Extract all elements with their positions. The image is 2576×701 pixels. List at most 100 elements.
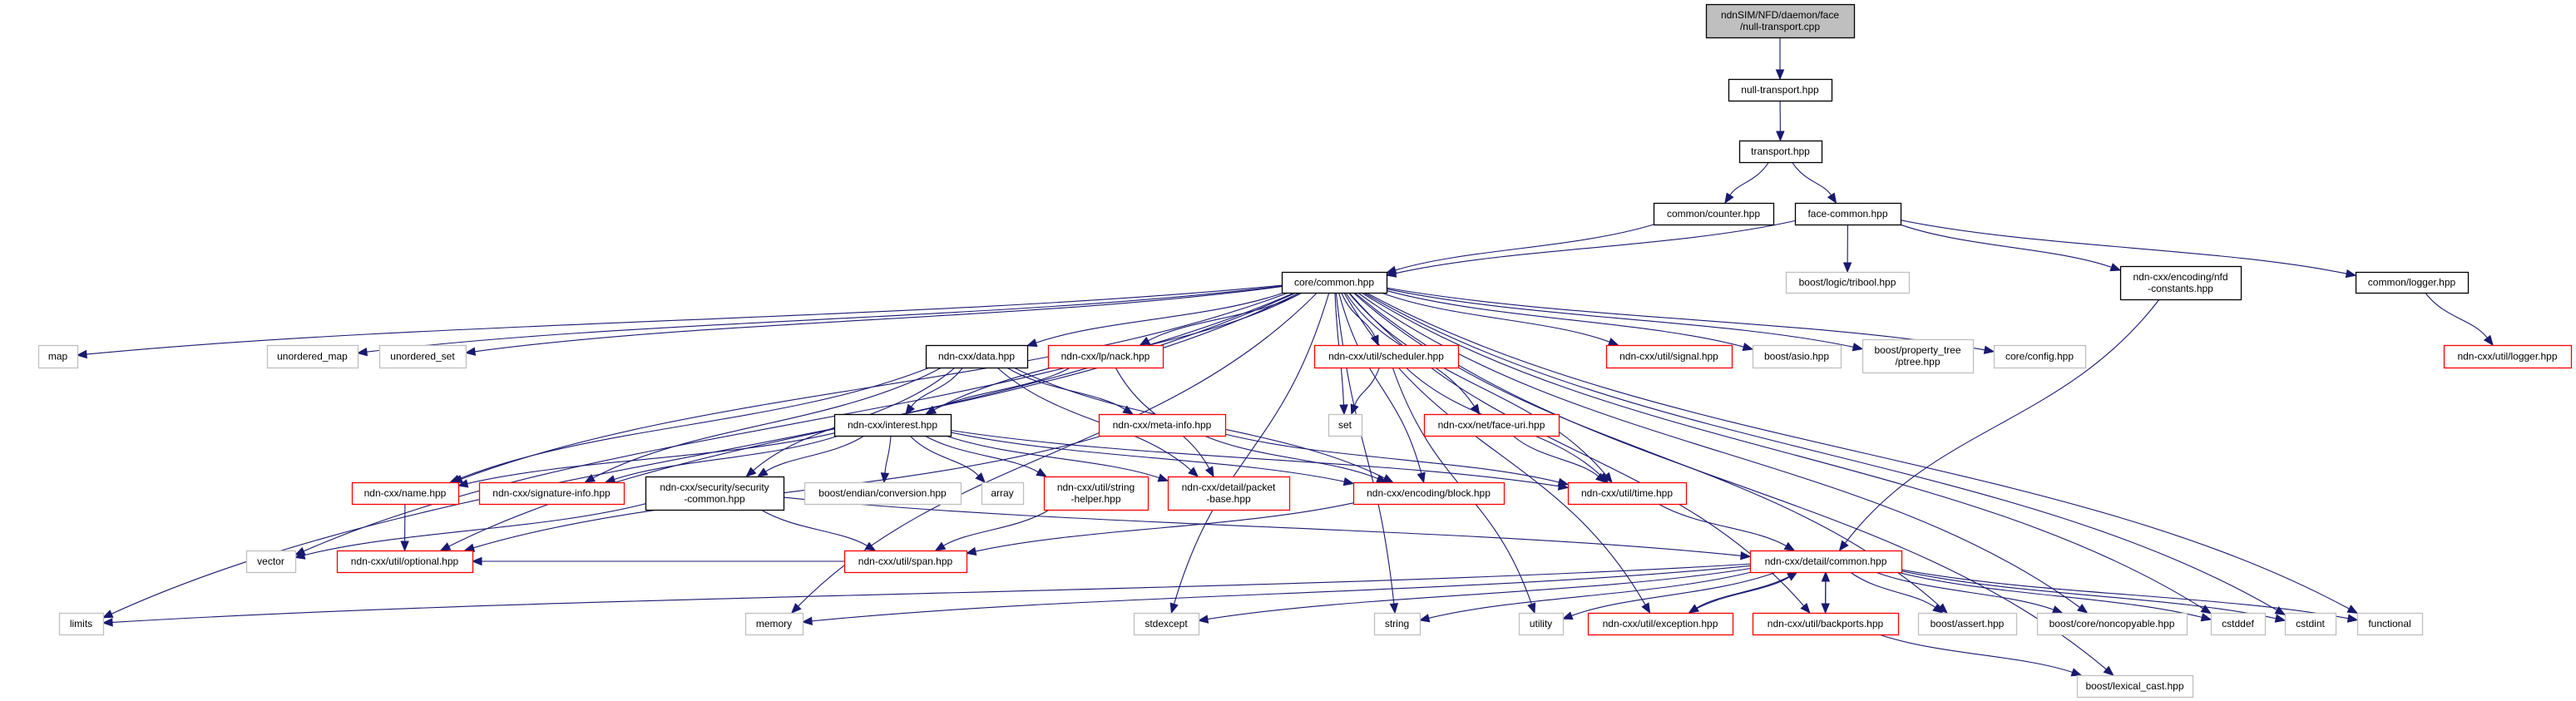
node-backports[interactable]: ndn-cxx/util/backports.hpp [1752, 612, 1900, 636]
edge-line [945, 435, 1159, 479]
edge-counter-to-core-common [1385, 224, 1654, 274]
node-face-common[interactable]: face-common.hpp [1794, 202, 1902, 226]
node-exception[interactable]: ndn-cxx/util/exception.hpp [1587, 612, 1734, 636]
node-security-common[interactable]: ndn-cxx/security/security-common.hpp [645, 476, 785, 511]
node-memory[interactable]: memory [744, 612, 804, 636]
node-ptree[interactable]: boost/property_tree/ptree.hpp [1862, 338, 1975, 374]
node-cstdint[interactable]: cstdint [2284, 612, 2337, 636]
arrowhead-icon [2345, 269, 2357, 279]
edge-detail-common-to-memory [801, 565, 1751, 626]
edge-interest-to-string-helper [924, 435, 1048, 477]
edge-line [1335, 292, 1395, 605]
node-vector[interactable]: vector [245, 550, 297, 574]
edge-line [474, 286, 1283, 353]
node-core-common[interactable]: core/common.hpp [1281, 271, 1388, 294]
edge-line [111, 563, 1751, 623]
node-common-logger[interactable]: common/logger.hpp [2355, 271, 2470, 294]
node-label: boost/property_tree [1874, 344, 1960, 356]
edge-line [1696, 571, 1797, 609]
edge-line [1878, 634, 2073, 674]
node-endian[interactable]: boost/endian/conversion.hpp [803, 481, 962, 506]
node-signature-info[interactable]: ndn-cxx/signature-info.hpp [478, 481, 625, 506]
node-box [1749, 550, 1903, 574]
node-time[interactable]: ndn-cxx/util/time.hpp [1567, 481, 1688, 506]
node-scheduler[interactable]: ndn-cxx/util/scheduler.hpp [1313, 344, 1460, 369]
node-counter[interactable]: common/counter.hpp [1653, 202, 1775, 226]
edge-data-to-signature-info [584, 367, 942, 483]
node-transport[interactable]: transport.hpp [1738, 140, 1823, 164]
node-boost-assert[interactable]: boost/assert.hpp [1917, 612, 2018, 636]
node-set[interactable]: set [1328, 413, 1363, 437]
node-block[interactable]: ndn-cxx/encoding/block.hpp [1352, 481, 1506, 506]
node-box [1794, 202, 1902, 226]
edge-line [304, 503, 646, 556]
node-nack[interactable]: ndn-cxx/lp/nack.hpp [1047, 344, 1164, 369]
node-unordered-set[interactable]: unordered_set [378, 344, 467, 369]
node-functional[interactable]: functional [2356, 612, 2424, 636]
node-label: ndn-cxx/security/security [660, 481, 769, 493]
edge-transport-to-counter [1724, 161, 1770, 205]
node-label: null-transport.hpp [1741, 84, 1819, 96]
node-limits[interactable]: limits [58, 612, 105, 636]
node-label: core/common.hpp [1294, 277, 1374, 289]
node-data[interactable]: ndn-cxx/data.hpp [925, 344, 1029, 369]
node-null-transport[interactable]: null-transport.hpp [1728, 78, 1833, 102]
edge-core-common-to-block [1338, 292, 1426, 484]
edge-root-to-null-transport [1775, 37, 1785, 81]
node-config[interactable]: core/config.hpp [1993, 344, 2087, 369]
edge-line [1896, 571, 2203, 618]
edge-line [811, 565, 1751, 622]
node-detail-common[interactable]: ndn-cxx/detail/common.hpp [1749, 550, 1903, 574]
arrowhead-icon [2346, 605, 2359, 615]
arrowhead-icon [880, 472, 890, 484]
node-cstddef[interactable]: cstddef [2210, 612, 2267, 636]
edge-interest-to-security-common [757, 435, 865, 477]
arrowhead-icon [1783, 541, 1796, 551]
node-label: boost/core/noncopyable.hpp [2049, 618, 2175, 629]
edge-line [1386, 288, 1854, 348]
node-util-logger[interactable]: ndn-cxx/util/logger.hpp [2443, 344, 2573, 369]
node-array[interactable]: array [981, 481, 1025, 506]
node-packet-base[interactable]: ndn-cxx/detail/packet-base.hpp [1167, 476, 1291, 511]
node-label: cstdint [2296, 618, 2325, 629]
node-asio[interactable]: boost/asio.hpp [1752, 344, 1842, 369]
edge-line [1361, 292, 2203, 610]
node-unordered-map[interactable]: unordered_map [266, 344, 359, 369]
node-noncopyable[interactable]: boost/core/noncopyable.hpp [2036, 612, 2188, 636]
arrowhead-icon [1026, 338, 1038, 348]
node-signal[interactable]: ndn-cxx/util/signal.hpp [1605, 344, 1733, 369]
node-interest[interactable]: ndn-cxx/interest.hpp [833, 413, 952, 437]
node-label: ndn-cxx/encoding/nfd [2133, 271, 2227, 283]
node-nfd-constants[interactable]: ndn-cxx/encoding/nfd-constants.hpp [2119, 265, 2242, 301]
edge-block-to-span [965, 502, 1354, 556]
arrowhead-icon [965, 546, 977, 556]
node-box [1423, 413, 1560, 437]
node-root[interactable]: ndnSIM/NFD/daemon/face/null-transport.cp… [1705, 3, 1856, 39]
node-utility[interactable]: utility [1518, 612, 1565, 636]
node-stdexcept[interactable]: stdexcept [1133, 612, 1200, 636]
node-string-helper[interactable]: ndn-cxx/util/string-helper.hpp [1043, 476, 1150, 511]
node-face-uri[interactable]: ndn-cxx/net/face-uri.hpp [1423, 413, 1560, 437]
node-span[interactable]: ndn-cxx/util/span.hpp [843, 550, 968, 574]
node-box [1373, 612, 1421, 636]
node-box [245, 550, 297, 574]
node-lexical-cast[interactable]: boost/lexical_cast.hpp [2076, 674, 2194, 699]
node-label: /ptree.hpp [1895, 356, 1940, 368]
node-name[interactable]: ndn-cxx/name.hpp [351, 481, 460, 506]
node-label: functional [2368, 618, 2410, 629]
node-box [1785, 271, 1911, 294]
edge-core-common-to-noncopyable [1357, 292, 2089, 614]
edge-line [1366, 292, 2350, 610]
arrowhead-icon [905, 403, 915, 416]
edge-line [614, 435, 839, 481]
node-tribool[interactable]: boost/logic/tribool.hpp [1785, 271, 1911, 294]
node-map[interactable]: map [37, 344, 79, 369]
arrowhead-icon [934, 541, 947, 551]
node-label: ndn-cxx/net/face-uri.hpp [1438, 419, 1545, 431]
node-box [58, 612, 105, 636]
node-meta-info[interactable]: ndn-cxx/meta-info.hpp [1098, 413, 1227, 437]
node-string[interactable]: string [1373, 612, 1421, 636]
node-box [351, 481, 460, 506]
node-optional[interactable]: ndn-cxx/util/optional.hpp [336, 550, 474, 574]
edge-core-common-to-cstddef [1361, 292, 2213, 615]
